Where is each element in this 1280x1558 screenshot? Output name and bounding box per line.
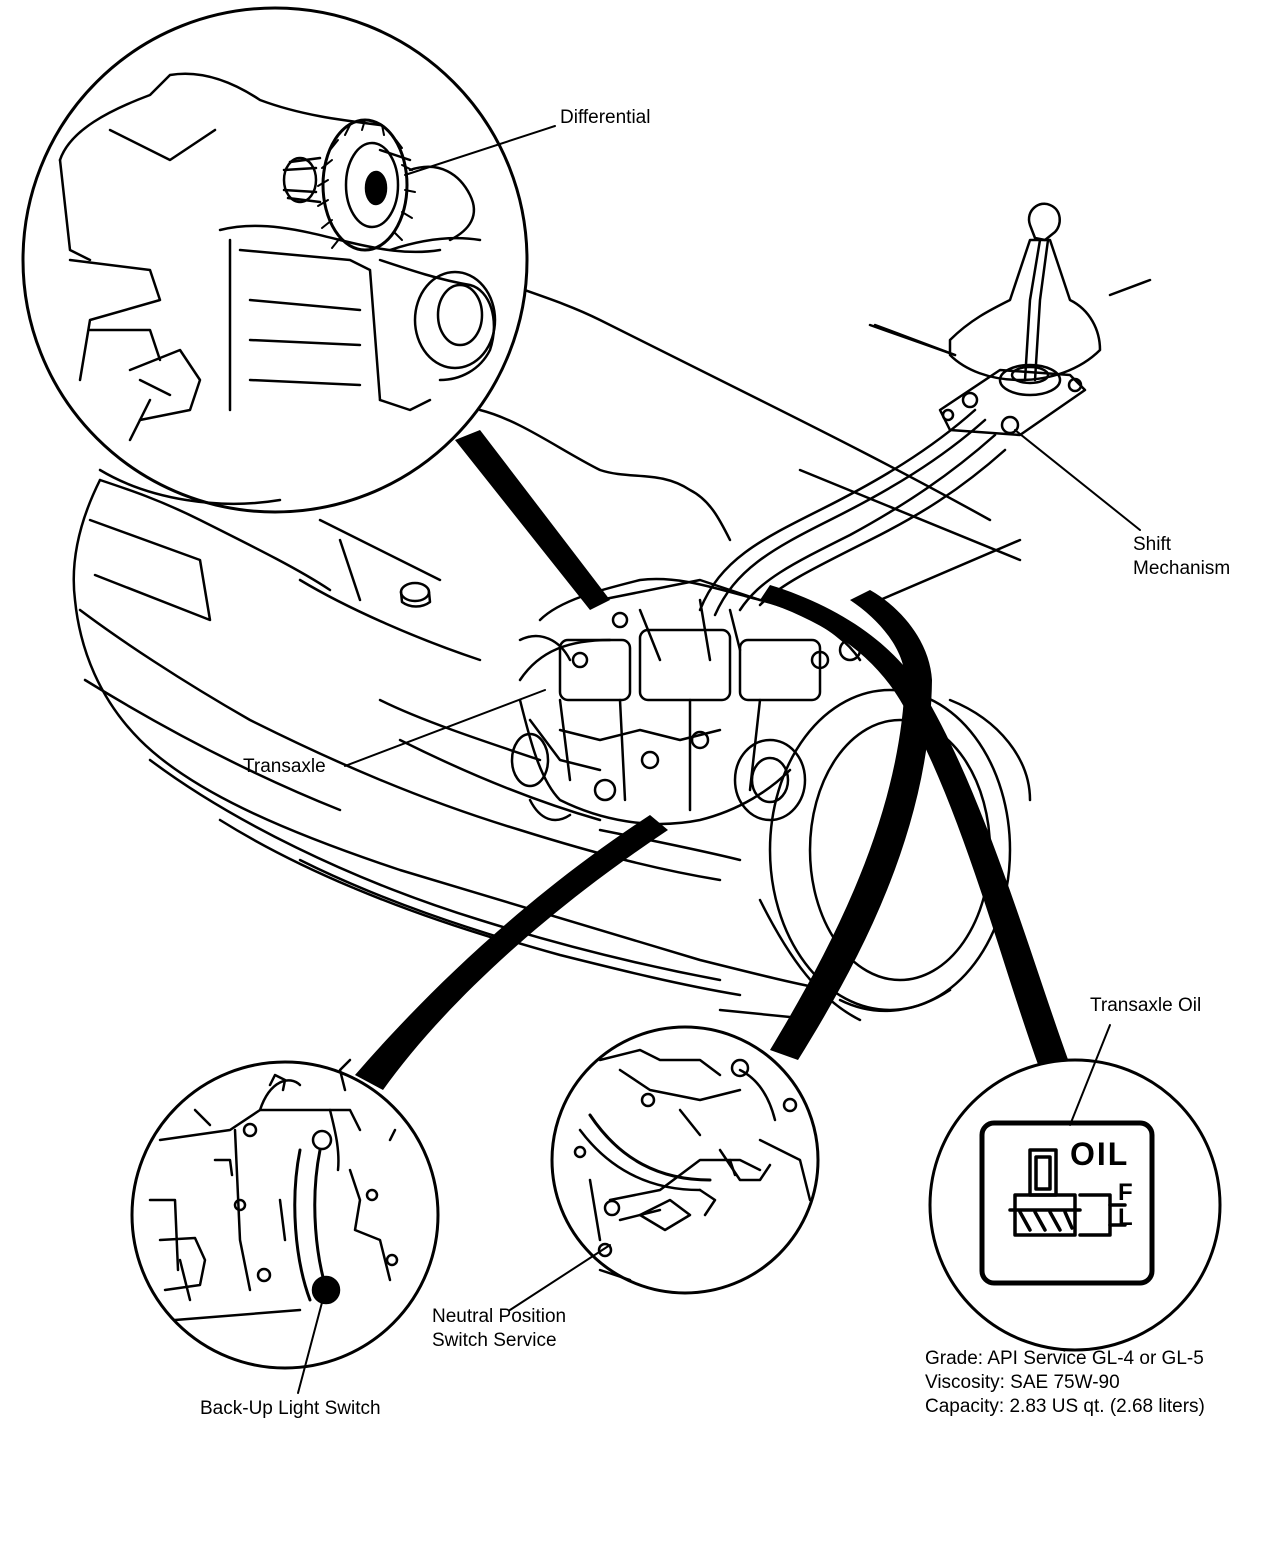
band-neutral-switch [770, 590, 932, 1060]
callout-bands [355, 430, 1070, 1090]
shift-mechanism [873, 202, 1152, 437]
oil-icon-f-mark: F [1118, 1179, 1133, 1206]
oil-spec-block: Grade: API Service GL-4 or GL-5 Viscosit… [925, 1347, 1205, 1419]
leader-lines [297, 125, 1141, 1394]
label-differential: Differential [560, 107, 651, 128]
spec-viscosity: Viscosity: SAE 75W-90 [925, 1372, 1120, 1393]
car-body-outline [72, 268, 1032, 1022]
leader-backup-light [297, 1294, 325, 1394]
label-shift-line1: Shift [1133, 534, 1172, 555]
band-differential [455, 430, 610, 610]
leader-shift-mechanism [1014, 429, 1141, 531]
band-backup-light [355, 815, 668, 1090]
oil-can-icon [1008, 1148, 1127, 1237]
label-neutral-line1: Neutral Position [432, 1306, 567, 1327]
label-shift-mechanism: Shift Mechanism [1133, 533, 1230, 581]
shift-cables [698, 408, 1007, 617]
backup-light-inset [130, 1058, 440, 1370]
spec-grade: Grade: API Service GL-4 or GL-5 [925, 1348, 1204, 1369]
label-neutral-position-switch: Neutral Position Switch Service [432, 1305, 566, 1353]
leader-transaxle-oil [1069, 1024, 1111, 1126]
label-neutral-line2: Switch Service [432, 1330, 557, 1351]
differential-inset [21, 6, 529, 514]
oil-icon-frame [979, 1120, 1155, 1286]
band-transaxle-oil [760, 585, 1070, 1070]
leader-neutral-switch [509, 1244, 611, 1311]
spec-capacity: Capacity: 2.83 US qt. (2.68 liters) [925, 1396, 1205, 1417]
oil-icon-l-mark: L [1118, 1204, 1133, 1231]
transaxle-oil-inset: OIL F L [928, 1058, 1222, 1352]
oil-icon-word: OIL [1070, 1136, 1129, 1172]
neutral-switch-inset [550, 1025, 820, 1295]
leader-differential [404, 125, 556, 176]
leader-transaxle [344, 689, 546, 767]
label-transaxle-oil: Transaxle Oil [1090, 995, 1202, 1016]
label-backup-light-switch: Back-Up Light Switch [200, 1398, 381, 1419]
label-shift-line2: Mechanism [1133, 558, 1231, 579]
label-transaxle: Transaxle [243, 756, 326, 777]
